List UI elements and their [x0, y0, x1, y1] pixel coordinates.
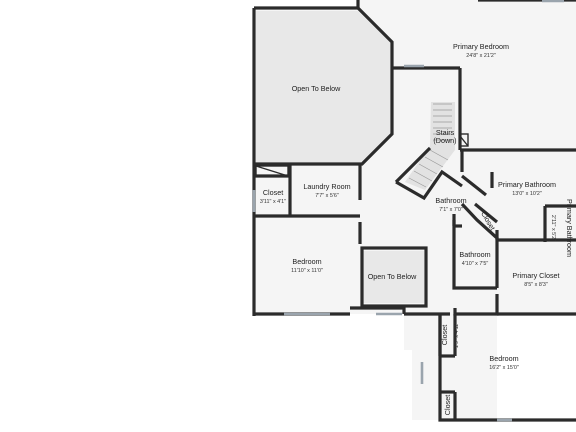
bathroom-1-dims: 7'1" x 7'0": [439, 207, 463, 213]
closet-3-dims: 1'9" x 4'11": [454, 322, 460, 348]
open-to-below-2-label: Open To Below: [368, 272, 417, 281]
primary-bathroom-2-label: Primary Bathroom: [565, 199, 574, 257]
walls: [252, 0, 576, 422]
closet-1-label: Closet: [263, 188, 283, 197]
bathroom-2-label: Bathroom: [459, 250, 490, 259]
bedroom-1-label: Bedroom: [292, 257, 321, 266]
room-labels: Primary Bedroom 24'8" x 21'2" Open To Be…: [260, 42, 574, 415]
primary-bedroom-dims: 24'8" x 21'2": [466, 53, 496, 59]
laundry-label: Laundry Room: [303, 182, 350, 191]
inner-lines: [255, 133, 469, 177]
floor-fills: [254, 0, 576, 420]
stairs-sub-label: (Down): [433, 136, 456, 145]
closet-1-dims: 3'11" x 4'1": [260, 199, 286, 205]
primary-bathroom-label: Primary Bathroom: [498, 180, 556, 189]
primary-bedroom-label: Primary Bedroom: [453, 42, 509, 51]
laundry-dims: 7'7" x 5'6": [315, 193, 339, 199]
stairs-label: Stairs: [436, 128, 455, 137]
bedroom-2-label: Bedroom: [489, 354, 518, 363]
windows: [252, 0, 564, 422]
open-to-below-1-label: Open To Below: [292, 84, 341, 93]
primary-bathroom-dims: 13'0" x 10'2": [512, 191, 542, 197]
bedroom-2-dims: 16'2" x 15'0": [489, 365, 519, 371]
primary-closet-label: Primary Closet: [512, 271, 559, 280]
stairs-hatch: [405, 102, 455, 190]
bathroom-1-label: Bathroom: [435, 196, 466, 205]
closet-3-label: Closet: [440, 325, 449, 345]
bedroom-1-dims: 11'10" x 11'0": [291, 268, 323, 274]
closet-4-label: Closet: [443, 395, 452, 415]
primary-closet-dims: 8'5" x 8'3": [524, 282, 548, 288]
stairs-lines: [408, 103, 452, 188]
bathroom-2-dims: 4'10" x 7'5": [462, 261, 489, 267]
open-to-below-1-area: [256, 11, 392, 163]
open-to-below-2-area: [362, 251, 424, 303]
primary-bathroom-2-dims: 2'11" x 5'2": [550, 215, 556, 241]
